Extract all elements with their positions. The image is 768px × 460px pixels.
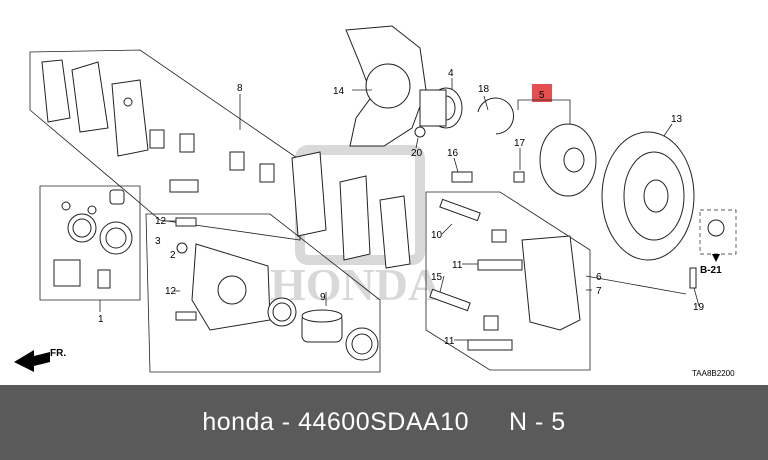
ref-box-b21: B-21 [699,209,737,276]
brand-separator: - [281,408,291,436]
callout-2: 2 [170,250,176,261]
direction-label: FR. [50,348,66,359]
callout-18: 18 [478,84,490,95]
brake-rotor [601,131,697,289]
callout-16: 16 [447,148,459,159]
direction-arrow: FR. [14,348,66,372]
exploded-parts-diagram: HONDA [14,25,737,378]
callout-8: 8 [237,83,243,94]
seal-kit-group [39,185,141,301]
callout-14: 14 [333,86,345,97]
leader-lines [99,78,700,341]
brand-text: honda [202,408,275,436]
hub-bearing [414,87,515,138]
splash-shield [345,25,427,147]
caliper-body-group [145,213,381,373]
callout-5: 5 [539,90,545,101]
callout-3: 3 [155,236,161,247]
svg-text:HONDA: HONDA [270,259,441,310]
callout-1: 1 [98,314,104,325]
callout-6: 6 [596,272,602,283]
ref-separator: - [535,408,544,436]
part-number: 44600SDAA10 [298,408,469,436]
callout-15: 15 [431,272,443,283]
highlight-box [532,84,552,102]
callout-12b: 12 [165,286,177,297]
callout-11b: 11 [444,336,455,347]
ref-number: 5 [551,408,566,436]
callout-12a: 12 [155,216,167,227]
caliper-bracket-group [425,171,591,371]
callout-11a: 11 [452,260,463,271]
callout-7: 7 [596,286,602,297]
ref-letter: N [508,408,528,436]
hub-assembly [513,84,597,197]
callout-19: 19 [693,302,705,313]
callout-13: 13 [671,114,683,125]
callout-4: 4 [448,68,454,79]
callout-17: 17 [514,138,526,149]
drawing-code: TAA8B2200 [692,369,735,378]
callout-9: 9 [320,292,326,303]
ref-box-label: B-21 [700,265,722,276]
callout-20: 20 [411,148,423,159]
pad-set-group [29,49,411,269]
part-info-bar: honda - 44600SDAA10 N - 5 [0,385,768,460]
callout-10: 10 [431,230,443,241]
